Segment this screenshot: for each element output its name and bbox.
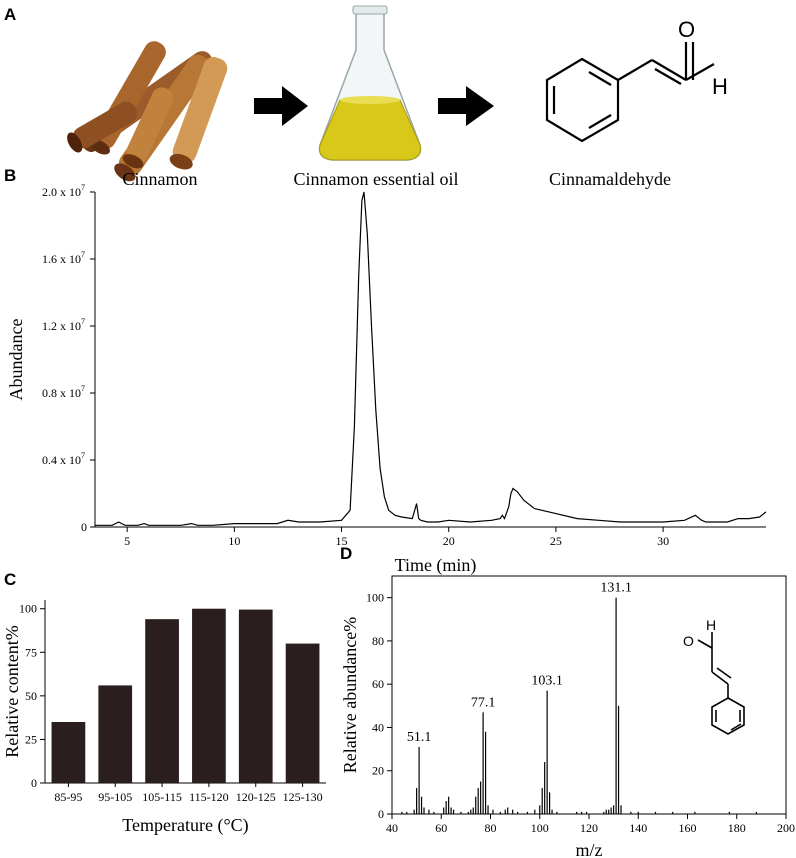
- y-tick-label: 2.0 x 107: [42, 183, 85, 199]
- x-tick-label: 25: [550, 534, 562, 548]
- y-tick-label: 100: [366, 591, 384, 605]
- bar: [192, 608, 226, 783]
- x-tick-label: 115-120: [189, 790, 229, 804]
- hydrogen-atom-label: H: [712, 74, 728, 99]
- x-tick-label: 20: [443, 534, 455, 548]
- y-tick-label: 0: [378, 807, 384, 821]
- y-tick-label: 80: [372, 634, 384, 648]
- y-tick-label: 0.8 x 107: [42, 384, 85, 400]
- x-tick-label: 180: [728, 821, 746, 835]
- x-tick-label: 30: [657, 534, 669, 548]
- inset-hydrogen-label: H: [706, 617, 716, 633]
- peak-label: 103.1: [531, 674, 563, 689]
- y-tick-label: 1.2 x 107: [42, 317, 85, 333]
- y-tick-label: 0.4 x 107: [42, 451, 85, 467]
- y-tick-label: 50: [25, 689, 37, 703]
- peak-label: 77.1: [471, 695, 496, 710]
- x-tick-label: 100: [531, 821, 549, 835]
- bar: [145, 619, 179, 783]
- x-tick-label: 200: [777, 821, 795, 835]
- y-axis-label: Relative content%: [2, 625, 22, 757]
- y-tick-label: 0: [81, 520, 87, 534]
- x-tick-label: 120-125: [236, 790, 276, 804]
- y-tick-label: 0: [31, 776, 37, 790]
- x-tick-label: 15: [336, 534, 348, 548]
- x-tick-label: 85-95: [54, 790, 82, 804]
- x-tick-label: 10: [228, 534, 240, 548]
- arrow-right-icon: [438, 86, 494, 126]
- flask-image: [318, 5, 422, 161]
- x-axis-label: m/z: [576, 840, 603, 858]
- caption-cinnamaldehyde: Cinnamaldehyde: [549, 169, 671, 189]
- panel-label-a: A: [4, 5, 16, 24]
- arrow-right-icon: [254, 86, 308, 126]
- cinnamaldehyde-structure: [545, 42, 715, 143]
- x-tick-label: 120: [580, 821, 598, 835]
- x-tick-label: 125-130: [283, 790, 323, 804]
- x-tick-label: 160: [679, 821, 697, 835]
- panel-label-b: B: [4, 166, 16, 185]
- bar: [238, 609, 273, 783]
- y-tick-label: 100: [19, 602, 37, 616]
- inset-structure: [697, 632, 745, 735]
- bar: [98, 685, 133, 783]
- y-tick-label: 75: [25, 645, 37, 659]
- bar: [285, 643, 320, 783]
- y-tick-label: 60: [372, 677, 384, 691]
- x-tick-label: 105-115: [142, 790, 182, 804]
- y-tick-label: 40: [372, 720, 384, 734]
- x-tick-label: 80: [485, 821, 497, 835]
- mass-spectrum-chart: 40 60 80 100 120 140 160 180 200 0 20 40 60 80 100 51.1…: [340, 575, 795, 858]
- x-tick-label: 40: [386, 821, 398, 835]
- cinnamon-sticks-image: [67, 41, 228, 182]
- x-tick-label: 60: [435, 821, 447, 835]
- x-axis-label: Temperature (°C): [122, 815, 248, 836]
- y-axis-label: Abundance: [6, 319, 26, 401]
- chromatogram-chart: 5 10 15 20 25 30 0 0.4 x 107 0.8 x 107 1.2 x 107 1…: [6, 183, 767, 576]
- panel-label-c: C: [4, 570, 16, 589]
- y-axis-label: Relative abundance%: [340, 617, 360, 773]
- x-tick-label: 5: [124, 534, 130, 548]
- y-tick-label: 20: [372, 764, 384, 778]
- chromatogram-series-line: [95, 191, 767, 526]
- oxygen-atom-label: O: [678, 17, 695, 42]
- x-axis-label: Time (min): [395, 555, 477, 576]
- y-tick-label: 1.6 x 107: [42, 250, 85, 266]
- peak-label: 51.1: [407, 730, 432, 745]
- caption-essential-oil: Cinnamon essential oil: [294, 169, 459, 189]
- y-tick-label: 25: [25, 732, 37, 746]
- peak-label: 131.1: [600, 581, 632, 596]
- temperature-bar-chart: 0 25 50 75 100 85-95 95-105 105-115 115-120 120-1…: [2, 600, 326, 836]
- x-tick-label: 95-105: [98, 790, 132, 804]
- x-tick-label: 140: [629, 821, 647, 835]
- bar: [51, 722, 86, 783]
- inset-oxygen-label: O: [683, 633, 694, 649]
- plot-frame: [391, 575, 787, 815]
- caption-cinnamon: Cinnamon: [123, 169, 198, 189]
- panel-label-d: D: [340, 544, 352, 563]
